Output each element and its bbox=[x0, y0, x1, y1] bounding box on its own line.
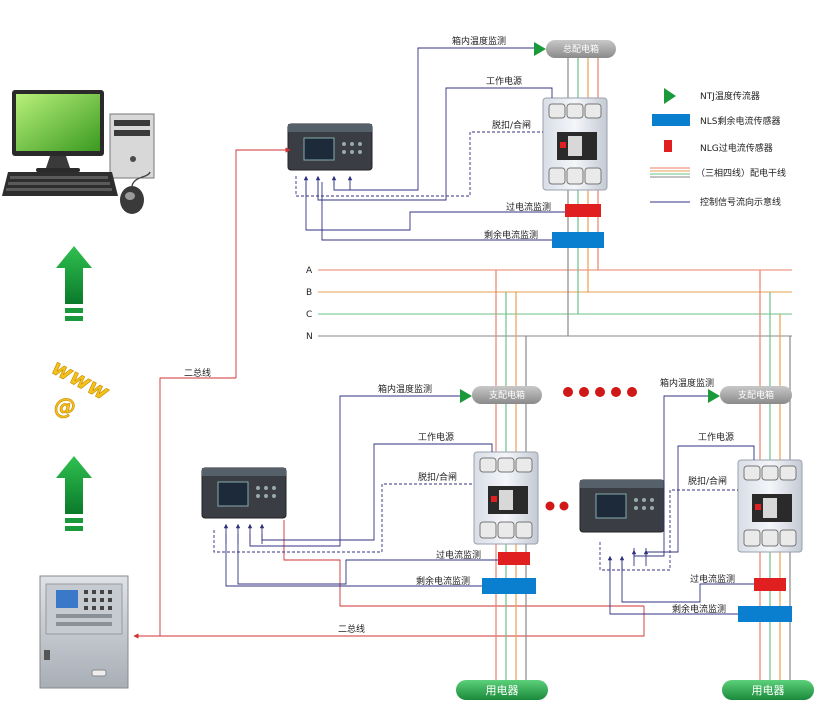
branch1-overcurrent-sensor bbox=[498, 552, 530, 565]
branch2-trip-label: 脱扣/合闸 bbox=[688, 475, 727, 487]
main-phase-lines bbox=[567, 50, 599, 336]
legend-item-2: NLG过电流传感器 bbox=[700, 142, 773, 154]
branch1-box-pill: 支配电箱 bbox=[472, 386, 542, 404]
bus-label-n: N bbox=[306, 332, 313, 342]
branch2-consumer-pill: 用电器 bbox=[722, 680, 814, 700]
svg-text:支配电箱: 支配电箱 bbox=[489, 389, 525, 401]
branch1-controller-icon bbox=[201, 467, 287, 519]
legend-item-4: 控制信号流向示意线 bbox=[700, 196, 781, 208]
legend-overcurrent-sensor-icon bbox=[664, 140, 672, 152]
main-breaker-icon bbox=[542, 97, 608, 191]
legend-residual-sensor-icon bbox=[652, 114, 690, 126]
branch1-trip-label: 脱扣/合闸 bbox=[418, 471, 457, 483]
svg-text:用电器: 用电器 bbox=[486, 684, 519, 697]
two-wire-bus bbox=[133, 147, 645, 639]
main-temp-label: 箱内温度监测 bbox=[452, 35, 506, 47]
main-overcurrent-sensor bbox=[565, 204, 601, 217]
legend-power-lines-icon bbox=[650, 167, 690, 178]
main-distribution-box-pill: 总配电箱 bbox=[546, 40, 616, 58]
main-trip-label: 脱扣/合闸 bbox=[492, 119, 531, 131]
branch1-signal-wiring bbox=[213, 395, 498, 587]
branch1-consumer-pill: 用电器 bbox=[456, 680, 548, 700]
branch2-residual-sensor bbox=[738, 606, 792, 622]
branch1-power-label: 工作电源 bbox=[418, 431, 454, 443]
legend-temp-sensor-icon bbox=[664, 88, 676, 104]
www-logo: www @ bbox=[47, 355, 114, 420]
branch2-residual-label: 剩余电流监测 bbox=[672, 603, 726, 615]
branch2-signal-wiring bbox=[599, 395, 755, 615]
svg-text:用电器: 用电器 bbox=[752, 684, 785, 697]
branch1-temp-label: 箱内温度监测 bbox=[378, 383, 432, 395]
branch1-overcurrent-label: 过电流监测 bbox=[436, 549, 481, 561]
branch1-residual-sensor bbox=[482, 578, 536, 594]
branch2-controller-icon bbox=[579, 479, 665, 533]
svg-text:总配电箱: 总配电箱 bbox=[563, 43, 599, 55]
branch2-power-label: 工作电源 bbox=[698, 431, 734, 443]
main-residual-label: 剩余电流监测 bbox=[484, 229, 538, 241]
main-overcurrent-label: 过电流监测 bbox=[506, 201, 551, 213]
branch2-overcurrent-sensor bbox=[754, 578, 786, 591]
main-temp-arrow-icon bbox=[534, 42, 546, 56]
legend-item-1: NLS剩余电流传感器 bbox=[700, 115, 780, 127]
upload-arrow-bottom-icon bbox=[56, 456, 92, 531]
bus-label-bottom: 二总线 bbox=[338, 623, 365, 635]
branch1-breaker-icon bbox=[473, 451, 539, 545]
branch2-box-pill: 支配电箱 bbox=[720, 386, 792, 404]
main-residual-sensor bbox=[552, 232, 604, 248]
branch2-temp-label: 箱内温度监测 bbox=[660, 377, 714, 389]
bus-bars: A B C N bbox=[306, 266, 792, 342]
main-signal-wiring bbox=[295, 47, 565, 241]
legend-item-0: NTJ温度传流器 bbox=[700, 90, 760, 102]
branch2-overcurrent-label: 过电流监测 bbox=[690, 573, 735, 585]
monitoring-host-icon bbox=[39, 575, 129, 689]
svg-text:支配电箱: 支配电箱 bbox=[738, 389, 774, 401]
branch1-temp-arrow-icon bbox=[460, 389, 472, 403]
branch1-residual-label: 剩余电流监测 bbox=[416, 575, 470, 587]
computer-icon bbox=[2, 90, 155, 214]
branch2-temp-arrow-icon bbox=[708, 389, 720, 403]
bus-label-c: C bbox=[306, 310, 312, 320]
main-controller-icon bbox=[287, 123, 373, 171]
bus-label-top: 二总线 bbox=[184, 367, 211, 379]
legend-item-3: （三相四线）配电干线 bbox=[696, 167, 786, 179]
svg-text:@: @ bbox=[54, 395, 76, 420]
upload-arrow-top-icon bbox=[56, 246, 92, 321]
branch2-breaker-icon bbox=[737, 459, 803, 553]
legend: NTJ温度传流器 NLS剩余电流传感器 NLG过电流传感器 （三相四线）配电干线… bbox=[650, 88, 786, 208]
bus-label-a: A bbox=[306, 266, 313, 276]
bus-label-b: B bbox=[306, 288, 312, 298]
ellipsis-dots bbox=[545, 387, 637, 511]
main-power-label: 工作电源 bbox=[486, 75, 522, 87]
